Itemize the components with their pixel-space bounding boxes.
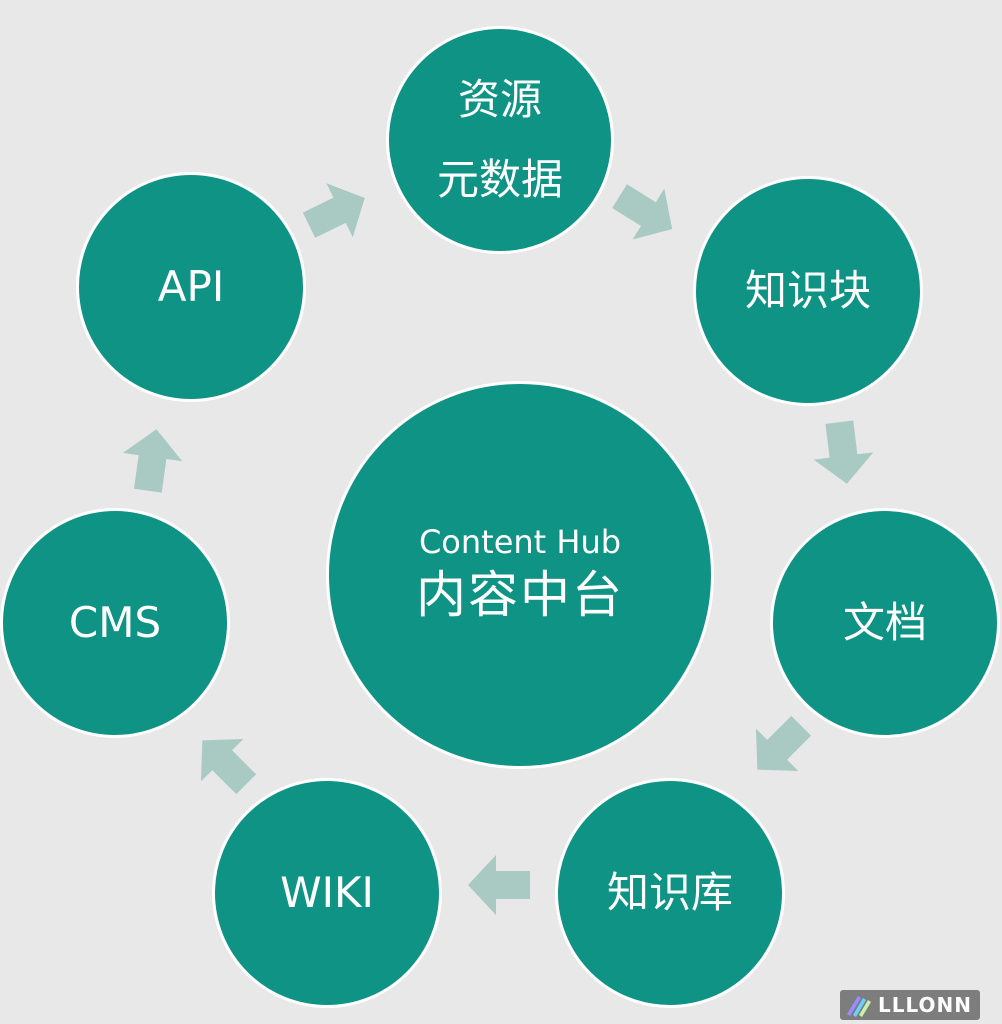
node-knowledge-base: 知识库: [555, 778, 785, 1008]
node-document: 文档: [770, 508, 1000, 738]
node-chunk-label: 知识块: [744, 266, 871, 316]
arrow-wiki-to-cms: [200, 738, 257, 795]
arrow-resource-to-chunk: [612, 184, 673, 240]
node-api: API: [76, 172, 306, 402]
node-wiki: WIKI: [212, 778, 442, 1008]
hub-label-en: Content Hub: [418, 522, 622, 561]
arrow-cms-to-api: [122, 429, 183, 493]
node-kb-label: 知识库: [606, 868, 733, 918]
watermark: LLLONN: [840, 990, 980, 1020]
node-resource-label-1: 资源: [457, 75, 542, 125]
node-resource-metadata: 资源 元数据: [386, 26, 614, 254]
hub-node-content-hub: Content Hub 内容中台: [326, 381, 714, 769]
node-wiki-label: WIKI: [280, 868, 374, 918]
node-cms-label: CMS: [68, 598, 162, 648]
hub-label-zh: 内容中台: [416, 566, 624, 625]
node-doc-label: 文档: [842, 598, 927, 648]
node-api-label: API: [157, 262, 225, 312]
brush-logo-icon: [847, 996, 871, 1017]
node-knowledge-chunk: 知识块: [693, 176, 923, 406]
arrow-doc-to-kb: [755, 715, 812, 772]
node-cms: CMS: [0, 508, 230, 738]
watermark-text: LLLONN: [878, 993, 972, 1017]
arrow-kb-to-wiki: [468, 855, 530, 915]
node-resource-label-2: 元数据: [436, 155, 563, 204]
arrow-chunk-to-doc: [813, 420, 874, 484]
arrow-api-to-resource: [302, 183, 365, 238]
